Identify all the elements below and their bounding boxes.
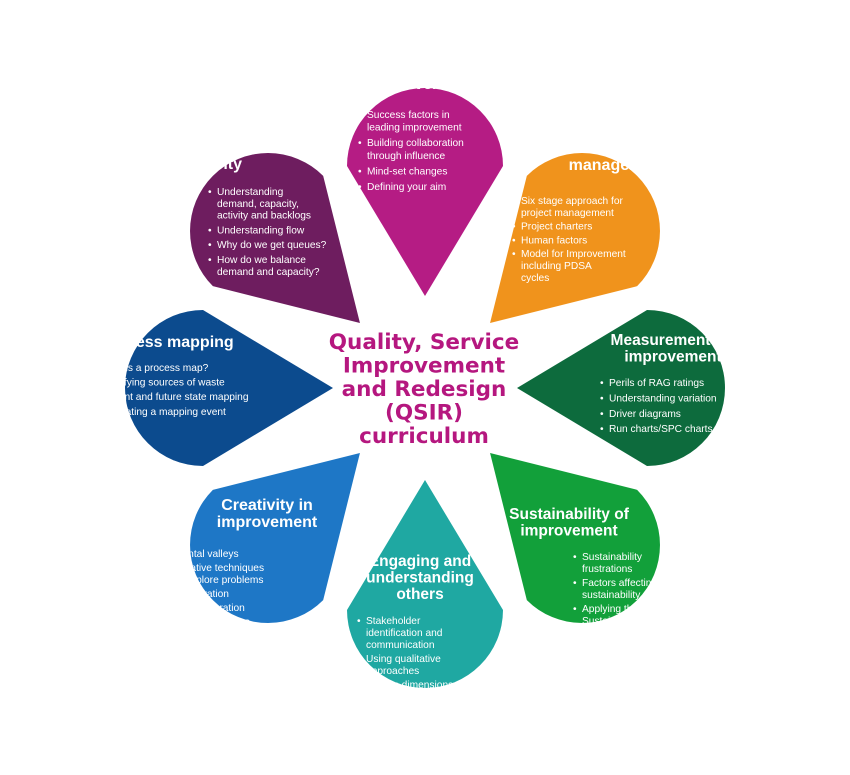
petal-shape-process-mapping [125,310,333,466]
petal-item-measurement-for-improvement-4: •Run charts/SPC charts [600,424,713,435]
petal-item-creativity-in-improvement-1: •Mental valleys [165,549,239,560]
petal-item-measurement-for-improvement-3: •Driver diagrams [600,409,681,420]
petal-title-process-mapping: Process mapping [100,334,233,351]
petal-process-mapping: Process mapping •What is a process map? •I… [90,310,333,466]
petal-item-creativity-in-improvement-6: •Testing new ideas [165,631,255,642]
petal-item-measurement-for-improvement-2: •Understanding variation [600,393,717,404]
petal-shape-engaging-and-understanding-others [347,480,503,688]
petal-item-creativity-in-improvement-5: •Harvesting ideas [165,617,250,628]
petal-item-project-management-2: •Project charters [512,222,592,233]
petal-item-measurement-for-improvement-1: •Perils of RAG ratings [600,378,704,389]
petal-item-engaging-and-understanding-others-4: •Working with resistance [357,706,474,717]
petal-item-process-mapping-3: •Current and future state mapping [90,392,249,403]
petal-shape-project-management [490,153,660,323]
petal-shape-sustainability-of-improvement [490,453,660,623]
petal-item-process-mapping-1: •What is a process map? [90,363,209,374]
petal-item-leading-improvement-4: •Defining your aim [358,182,446,193]
petal-shape-demand-and-capacity [190,153,360,323]
petal-item-process-mapping-2: •Identifying sources of waste [90,378,225,389]
petal-item-creativity-in-improvement-3: •Observation [165,589,229,600]
petal-item-demand-and-capacity-2: •Understanding flow [208,225,305,236]
petal-shape-creativity-in-improvement [190,453,360,623]
petal-item-leading-improvement-3: •Mind-set changes [358,166,447,177]
petal-item-process-mapping-4: •Facilitating a mapping event [90,407,226,418]
petal-shape-measurement-for-improvement [517,310,725,466]
petal-shape-leading-improvement [347,88,503,296]
petal-item-demand-and-capacity-3: •Why do we get queues? [208,240,327,251]
petal-item-creativity-in-improvement-4: •Idea generation [165,603,245,614]
petal-item-project-management-3: •Human factors [512,235,587,246]
